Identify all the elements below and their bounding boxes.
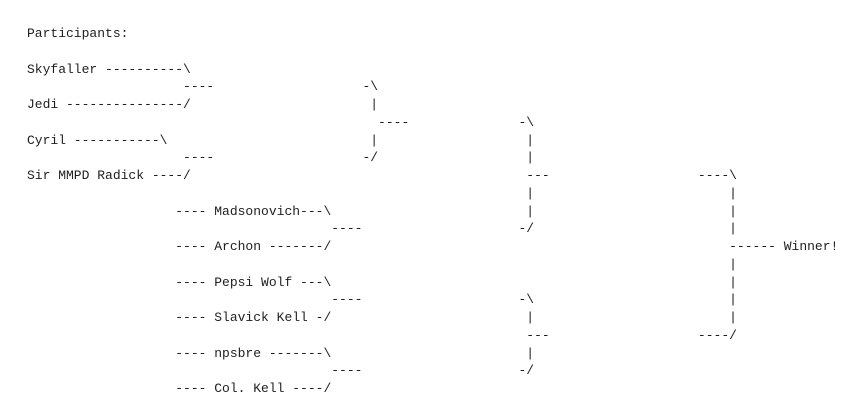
tournament-bracket-ascii: Participants: Skyfaller ----------\ ----…: [27, 26, 839, 396]
